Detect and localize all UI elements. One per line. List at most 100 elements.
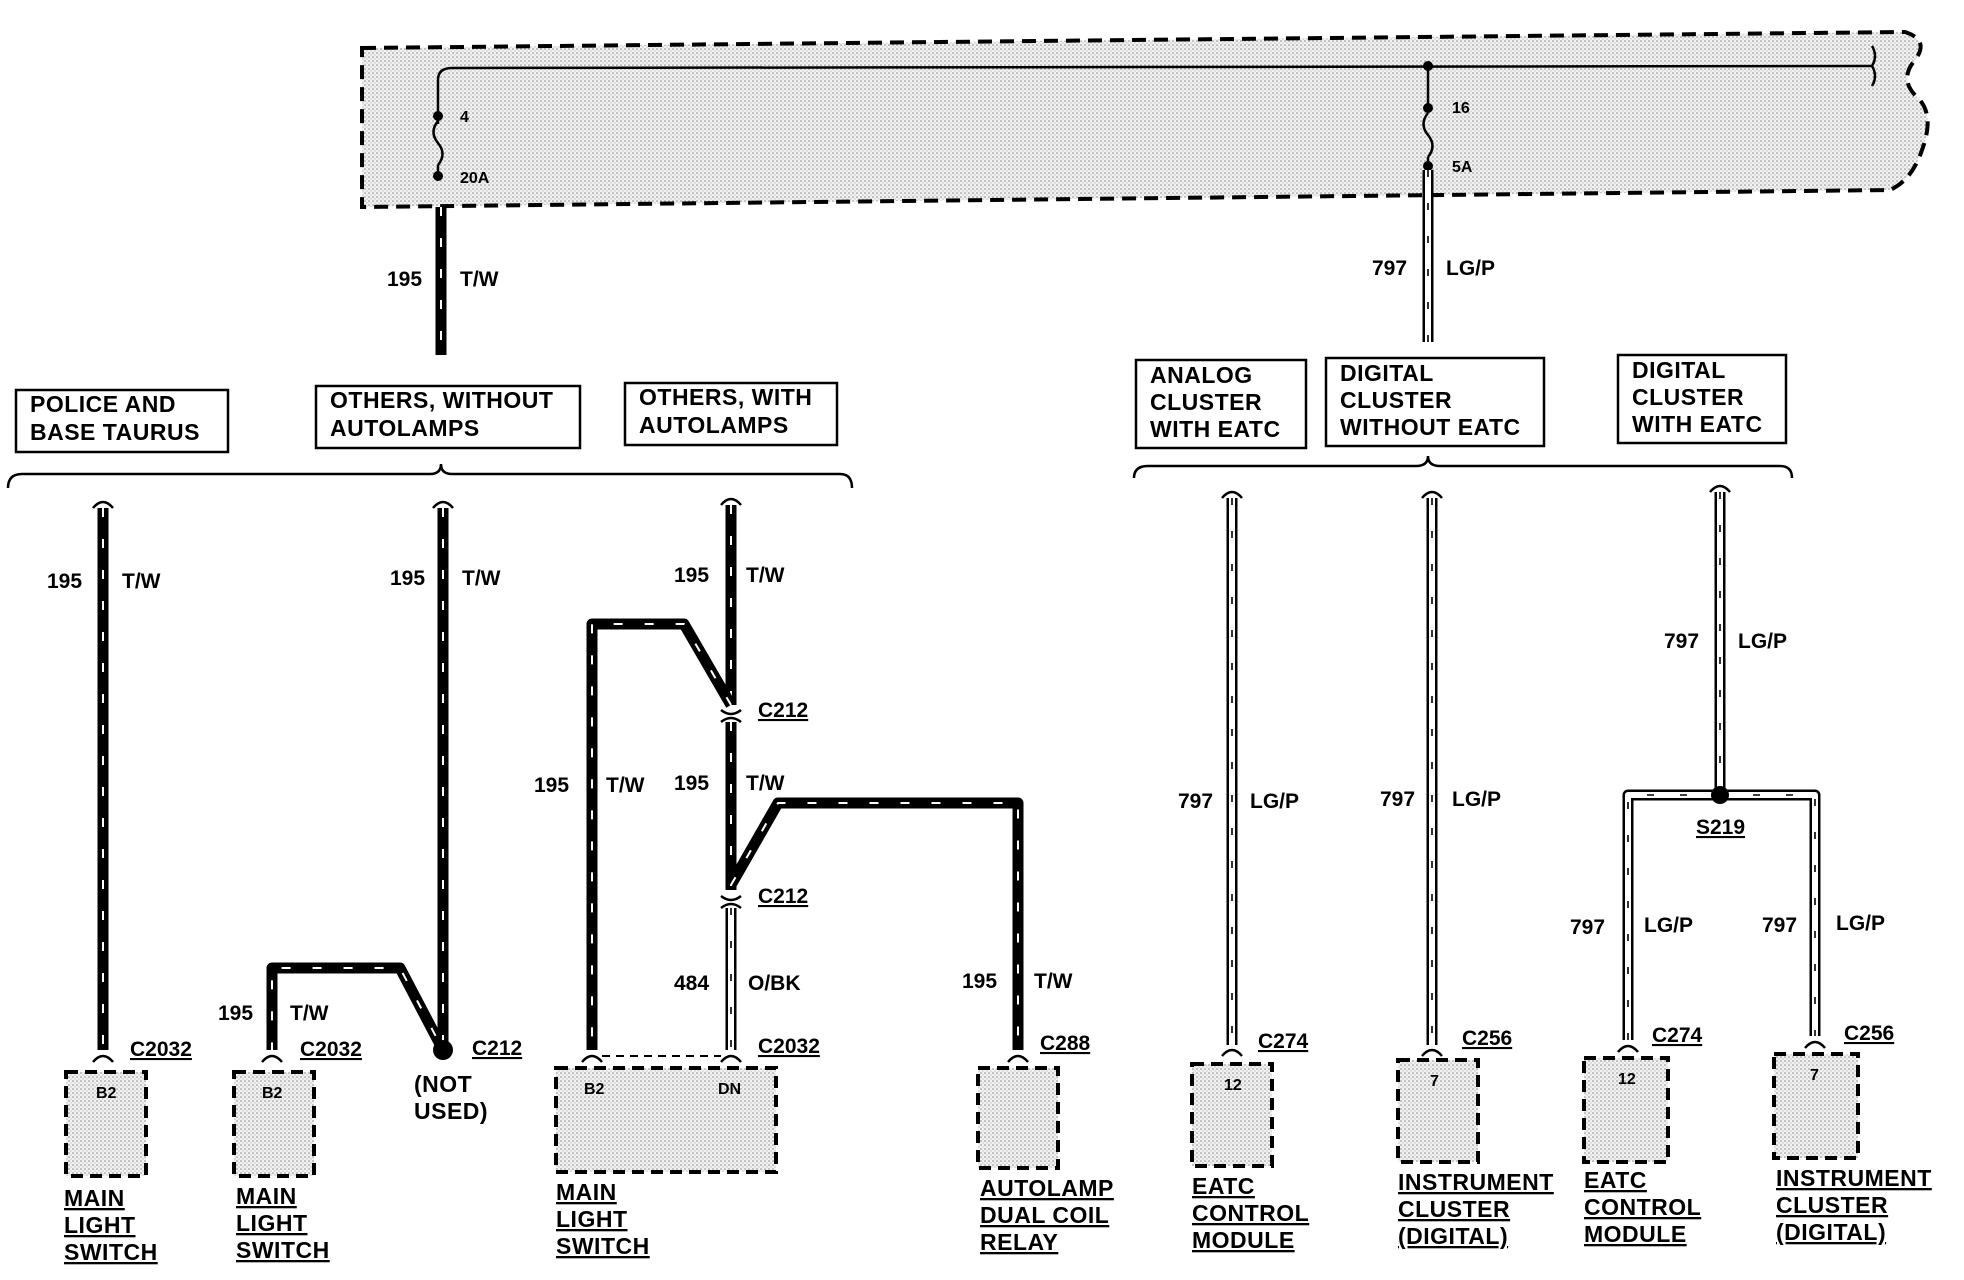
svg-text:T/W: T/W (462, 567, 501, 590)
svg-text:POLICE AND: POLICE AND (30, 391, 176, 417)
svg-text:LIGHT: LIGHT (64, 1212, 136, 1238)
svg-text:(DIGITAL): (DIGITAL) (1398, 1223, 1508, 1249)
wire-195-top: 195 T/W (387, 207, 499, 355)
fuse-number: 4 (460, 109, 469, 126)
fuse-4: 4 20A (432, 109, 490, 187)
svg-text:7: 7 (1810, 1067, 1819, 1084)
wire-797-top: 797 LG/P (1372, 170, 1495, 342)
svg-text:T/W: T/W (606, 774, 645, 797)
svg-text:CONTROL: CONTROL (1584, 1194, 1701, 1220)
component-instrument-cluster-2: 7 INSTRUMENT CLUSTER (DIGITAL) (1772, 1052, 1932, 1245)
svg-text:MAIN: MAIN (64, 1185, 125, 1211)
option-brace-left (6, 463, 854, 489)
connector-label: C274 (1258, 1030, 1309, 1053)
wire-without-autolamps: 195 T/W 195 T/W C2032 C212 (NOT USED) (218, 500, 522, 1124)
svg-text:INSTRUMENT: INSTRUMENT (1776, 1165, 1932, 1191)
fuse-number: 16 (1452, 100, 1470, 117)
connector-label: C256 (1844, 1022, 1894, 1045)
svg-text:MODULE: MODULE (1192, 1227, 1295, 1253)
connector-label: C212 (472, 1037, 522, 1060)
svg-text:CONTROL: CONTROL (1192, 1200, 1309, 1226)
component-instrument-cluster-1: 7 INSTRUMENT CLUSTER (DIGITAL) (1396, 1058, 1554, 1249)
fuse-rating: 5A (1452, 159, 1473, 176)
option-digital-cluster-with-eatc: DIGITAL CLUSTER WITH EATC (1616, 353, 1788, 445)
splice-dot (1711, 786, 1729, 804)
svg-text:B2: B2 (262, 1085, 283, 1102)
svg-text:797: 797 (1380, 788, 1415, 811)
option-digital-cluster-without-eatc: DIGITAL CLUSTER WITHOUT EATC (1324, 356, 1546, 448)
fuse-16: 16 5A (1422, 61, 1473, 176)
svg-text:12: 12 (1618, 1071, 1636, 1088)
splice-label: S219 (1696, 816, 1745, 839)
svg-text:MAIN: MAIN (556, 1179, 617, 1205)
svg-text:EATC: EATC (1584, 1167, 1647, 1193)
connector-label: C2032 (758, 1035, 820, 1058)
component-eatc-control-module-2: 12 EATC CONTROL MODULE (1582, 1056, 1701, 1247)
svg-text:484: 484 (674, 972, 709, 995)
option-others-with-autolamps: OTHERS, WITH AUTOLAMPS (623, 381, 839, 447)
svg-text:O/BK: O/BK (748, 972, 801, 995)
svg-text:CLUSTER: CLUSTER (1776, 1192, 1888, 1218)
svg-text:LIGHT: LIGHT (556, 1206, 628, 1232)
svg-text:195: 195 (674, 564, 709, 587)
svg-text:T/W: T/W (290, 1002, 329, 1025)
fuse-panel: 4 20A 16 5A (360, 29, 1930, 210)
svg-text:SWITCH: SWITCH (236, 1237, 330, 1263)
connector-label: C288 (1040, 1032, 1091, 1055)
option-analog-cluster-with-eatc: ANALOG CLUSTER WITH EATC (1134, 358, 1308, 450)
component-main-light-switch-1: B2 MAIN LIGHT SWITCH (64, 1070, 158, 1265)
svg-text:797: 797 (1178, 790, 1213, 813)
component-main-light-switch-2: B2 MAIN LIGHT SWITCH (232, 1070, 330, 1263)
svg-text:195: 195 (534, 774, 569, 797)
svg-text:SWITCH: SWITCH (556, 1233, 650, 1259)
svg-text:LG/P: LG/P (1738, 630, 1787, 653)
svg-text:LG/P: LG/P (1644, 914, 1693, 937)
svg-text:MAIN: MAIN (236, 1183, 297, 1209)
svg-text:DIGITAL: DIGITAL (1632, 357, 1726, 383)
svg-text:12: 12 (1224, 1077, 1242, 1094)
fuse-rating: 20A (460, 170, 490, 187)
svg-text:195: 195 (674, 772, 709, 795)
wire-analog-cluster: 797 LG/P C274 (1178, 490, 1309, 1057)
svg-text:DN: DN (718, 1081, 741, 1098)
connector-label: C2032 (300, 1038, 362, 1061)
svg-text:195: 195 (47, 570, 82, 593)
connector-label: C256 (1462, 1027, 1512, 1050)
svg-text:797: 797 (1570, 916, 1605, 939)
svg-text:AUTOLAMP: AUTOLAMP (980, 1175, 1114, 1201)
svg-text:EATC: EATC (1192, 1173, 1255, 1199)
circuit-number: 195 (387, 268, 422, 291)
svg-text:OTHERS, WITHOUT: OTHERS, WITHOUT (330, 387, 553, 413)
svg-text:CLUSTER: CLUSTER (1340, 387, 1452, 413)
svg-text:T/W: T/W (122, 570, 161, 593)
svg-text:CLUSTER: CLUSTER (1398, 1196, 1510, 1222)
component-main-light-switch-3: B2 DN MAIN LIGHT SWITCH (554, 1066, 778, 1259)
connector-label: C274 (1652, 1024, 1703, 1047)
connector-label: C2032 (130, 1038, 192, 1061)
svg-text:WITH EATC: WITH EATC (1632, 411, 1763, 437)
wire-digital-without-eatc: 797 LG/P C256 (1380, 490, 1512, 1057)
connector-label: C212 (758, 699, 808, 722)
svg-text:DUAL COIL: DUAL COIL (980, 1202, 1109, 1228)
svg-text:AUTOLAMPS: AUTOLAMPS (330, 415, 480, 441)
svg-text:7: 7 (1430, 1073, 1439, 1090)
circuit-number: 797 (1372, 257, 1407, 280)
svg-text:WITH EATC: WITH EATC (1150, 416, 1281, 442)
svg-text:CLUSTER: CLUSTER (1150, 389, 1262, 415)
svg-text:797: 797 (1762, 914, 1797, 937)
option-police-base-taurus: POLICE AND BASE TAURUS (14, 388, 230, 454)
svg-text:MODULE: MODULE (1584, 1221, 1687, 1247)
svg-text:AUTOLAMPS: AUTOLAMPS (639, 412, 789, 438)
svg-text:INSTRUMENT: INSTRUMENT (1398, 1169, 1554, 1195)
svg-text:195: 195 (218, 1002, 253, 1025)
svg-text:B2: B2 (584, 1081, 605, 1098)
svg-text:SWITCH: SWITCH (64, 1239, 158, 1265)
svg-text:WITHOUT EATC: WITHOUT EATC (1340, 414, 1521, 440)
svg-text:T/W: T/W (1034, 970, 1073, 993)
svg-text:195: 195 (962, 970, 997, 993)
svg-text:195: 195 (390, 567, 425, 590)
option-others-without-autolamps: OTHERS, WITHOUT AUTOLAMPS (314, 384, 582, 450)
connector-label: C212 (758, 885, 808, 908)
svg-text:LG/P: LG/P (1452, 788, 1501, 811)
